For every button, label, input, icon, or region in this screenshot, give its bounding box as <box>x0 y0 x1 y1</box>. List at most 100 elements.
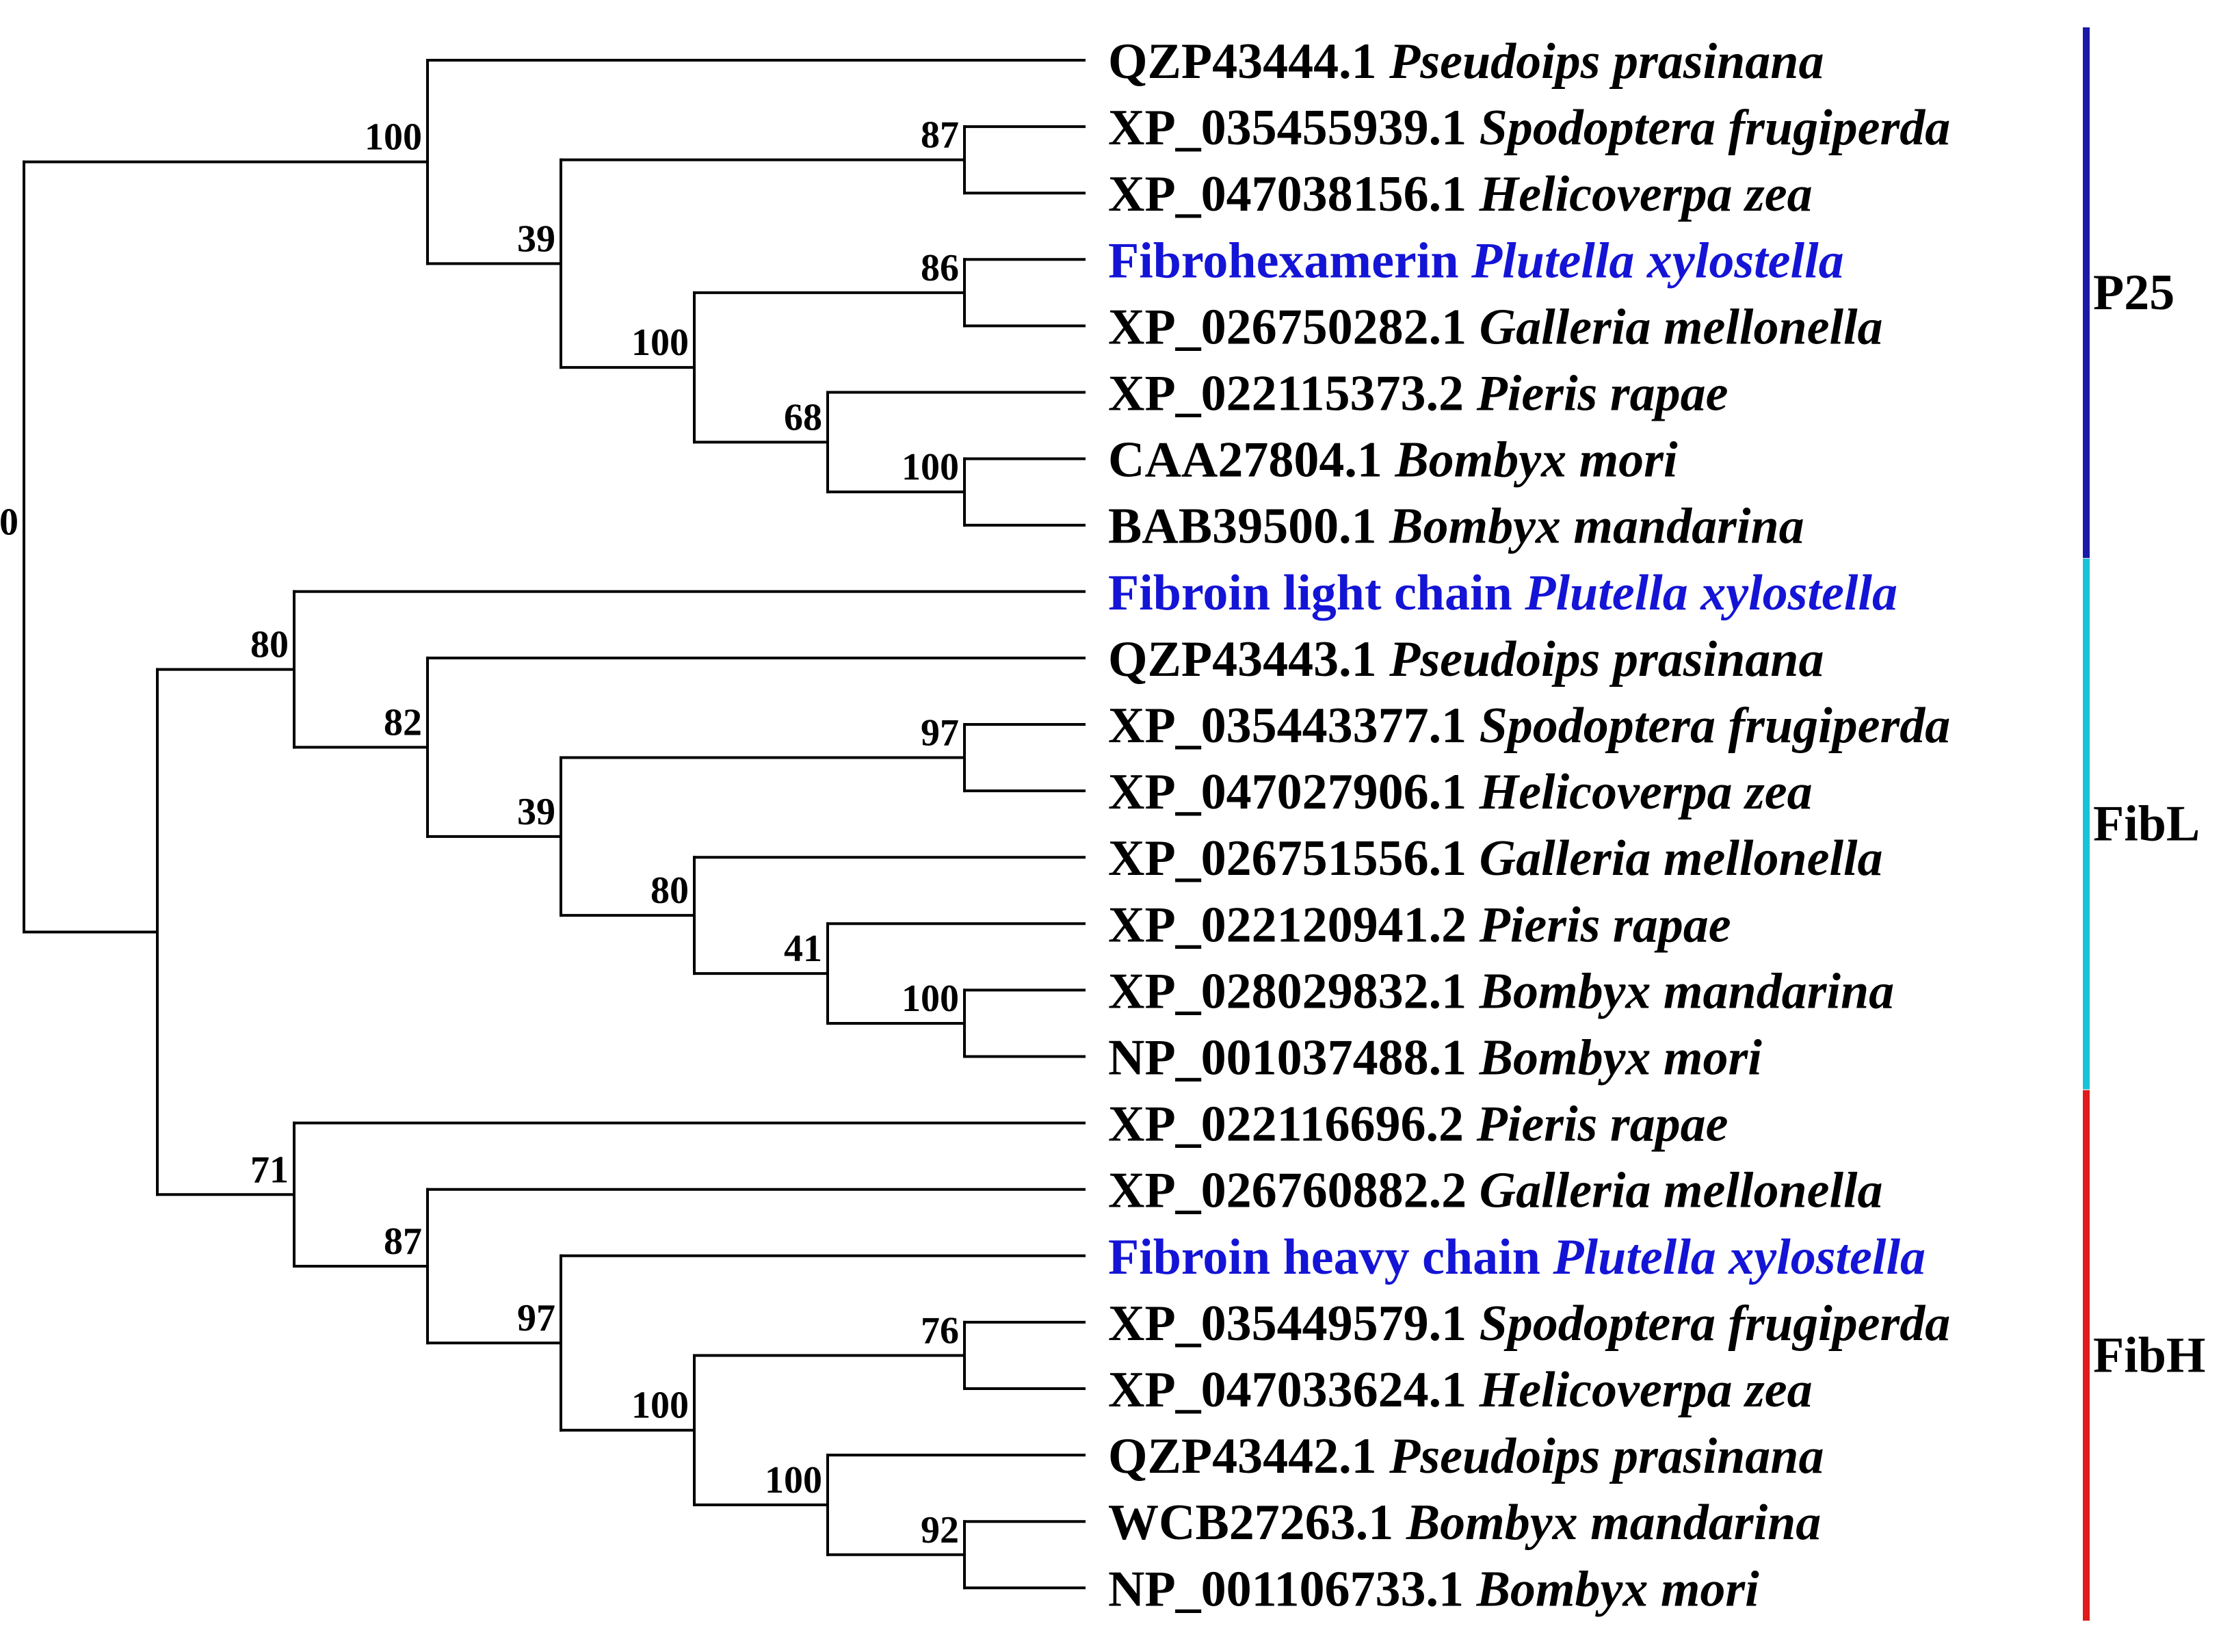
leaf-species: Spodoptera frugiperda <box>1480 698 1951 754</box>
leaf-accession: WCB27263.1 <box>1108 1495 1406 1551</box>
leaf-species: Bombyx mandarina <box>1479 963 1895 1019</box>
leaf-accession: Fibroin heavy chain <box>1108 1229 1553 1285</box>
leaf-label: XP_022116696.2 Pieris rapae <box>1108 1097 1728 1153</box>
leaf-species: Pieris rapae <box>1479 897 1731 953</box>
leaf-label: XP_035443377.1 Spodoptera frugiperda <box>1108 698 1950 754</box>
leaf-species: Galleria mellonella <box>1480 830 1883 887</box>
leaf-species: Pieris rapae <box>1476 1097 1729 1153</box>
bootstrap-value: 39 <box>517 218 555 260</box>
bootstrap-value: 68 <box>784 396 822 438</box>
leaf-label: Fibroin light chain Plutella xylostella <box>1108 565 1897 621</box>
bootstrap-value: 80 <box>250 624 289 666</box>
leaf-label: XP_022120941.2 Pieris rapae <box>1108 897 1731 953</box>
leaf-label: XP_028029832.1 Bombyx mandarina <box>1108 963 1894 1019</box>
tree-branches <box>23 59 1086 1590</box>
leaf-accession: Fibroin light chain <box>1108 565 1525 621</box>
bootstrap-values: 87 86 100 68 100 39 100 97 100 41 80 39 82 80 76 92 100 1… <box>0 114 959 1551</box>
leaf-label: XP_047027906.1 Helicoverpa zea <box>1108 764 1813 820</box>
leaf-label: XP_022115373.2 Pieris rapae <box>1108 366 1728 422</box>
leaf-label: XP_035449579.1 Spodoptera frugiperda <box>1108 1296 1950 1352</box>
leaf-species: Bombyx mori <box>1394 432 1678 488</box>
leaf-species: Plutella xylostella <box>1552 1229 1926 1285</box>
leaf-species: Bombyx mandarina <box>1389 499 1804 555</box>
leaf-species: Plutella xylostella <box>1524 565 1897 621</box>
bootstrap-value: 87 <box>921 114 959 157</box>
bootstrap-value: 100 <box>902 446 959 488</box>
bootstrap-value: 82 <box>384 701 422 744</box>
leaf-species: Plutella xylostella <box>1471 233 1844 289</box>
leaf-species: Pseudoips prasinana <box>1389 631 1824 687</box>
leaf-label: XP_035455939.1 Spodoptera frugiperda <box>1108 100 1950 156</box>
leaf-accession: QZP43444.1 <box>1108 34 1389 90</box>
leaf-accession: XP_028029832.1 <box>1108 963 1480 1019</box>
leaf-species: Helicoverpa zea <box>1479 764 1813 820</box>
leaf-accession: XP_047027906.1 <box>1108 764 1480 820</box>
leaf-accession: XP_022120941.2 <box>1108 897 1480 953</box>
leaf-label: Fibroin heavy chain Plutella xylostella <box>1108 1229 1926 1285</box>
leaf-accession: XP_022115373.2 <box>1108 366 1477 422</box>
bootstrap-value: 86 <box>921 247 959 289</box>
leaf-species: Galleria mellonella <box>1480 1163 1883 1219</box>
clade-label: FibL <box>2093 796 2200 852</box>
bootstrap-value: 100 <box>902 978 959 1020</box>
clade-label: FibH <box>2093 1327 2205 1383</box>
bootstrap-value: 100 <box>365 116 422 159</box>
leaf-label: WCB27263.1 Bombyx mandarina <box>1108 1495 1821 1551</box>
leaf-accession: XP_022116696.2 <box>1108 1097 1477 1153</box>
leaf-label: QZP43443.1 Pseudoips prasinana <box>1108 631 1824 687</box>
leaf-label: XP_026751556.1 Galleria mellonella <box>1108 830 1883 887</box>
leaf-accession: NP_001106733.1 <box>1108 1561 1477 1617</box>
leaf-accession: XP_026751556.1 <box>1108 830 1480 887</box>
leaf-species: Spodoptera frugiperda <box>1480 100 1951 156</box>
leaf-label: NP_001037488.1 Bombyx mori <box>1108 1030 1762 1086</box>
leaf-label: QZP43442.1 Pseudoips prasinana <box>1108 1428 1824 1484</box>
leaf-accession: XP_035449579.1 <box>1108 1296 1480 1352</box>
bootstrap-value: 41 <box>784 928 822 970</box>
leaf-accession: XP_035443377.1 <box>1108 698 1480 754</box>
bootstrap-value: 100 <box>631 322 689 364</box>
bootstrap-value: 97 <box>921 712 959 755</box>
leaf-species: Bombyx mori <box>1479 1030 1763 1086</box>
leaf-label: XP_026760882.2 Galleria mellonella <box>1108 1163 1883 1219</box>
leaf-label: Fibrohexamerin Plutella xylostella <box>1108 233 1844 289</box>
leaf-accession: Fibrohexamerin <box>1108 233 1471 289</box>
leaf-label: XP_047033624.1 Helicoverpa zea <box>1108 1362 1813 1418</box>
bootstrap-value: 39 <box>517 791 555 833</box>
leaf-accession: NP_001037488.1 <box>1108 1030 1480 1086</box>
clade-label: P25 <box>2093 265 2174 321</box>
bootstrap-value: 92 <box>921 1509 959 1551</box>
bootstrap-value: 71 <box>250 1149 289 1191</box>
leaf-species: Helicoverpa zea <box>1479 166 1813 222</box>
bootstrap-value: 100 <box>631 1385 689 1427</box>
bootstrap-value: 80 <box>651 869 689 912</box>
leaf-species: Pseudoips prasinana <box>1389 1428 1824 1484</box>
bootstrap-value: 76 <box>921 1309 959 1352</box>
bootstrap-value: 97 <box>517 1297 555 1339</box>
leaf-accession: XP_035455939.1 <box>1108 100 1480 156</box>
leaf-accession: CAA27804.1 <box>1108 432 1395 488</box>
leaf-label: BAB39500.1 Bombyx mandarina <box>1108 499 1804 555</box>
bootstrap-value: 100 <box>0 501 18 544</box>
leaf-species: Galleria mellonella <box>1480 299 1883 355</box>
leaf-species: Pieris rapae <box>1476 366 1729 422</box>
leaf-accession: BAB39500.1 <box>1108 499 1389 555</box>
leaf-species: Bombyx mandarina <box>1406 1495 1822 1551</box>
leaf-accession: QZP43442.1 <box>1108 1428 1389 1484</box>
leaf-accession: XP_047033624.1 <box>1108 1362 1480 1418</box>
leaf-accession: XP_026750282.1 <box>1108 299 1480 355</box>
leaf-label: QZP43444.1 Pseudoips prasinana <box>1108 34 1824 90</box>
leaf-labels: QZP43444.1 Pseudoips prasinanaXP_0354559… <box>1108 34 1950 1617</box>
leaf-label: XP_047038156.1 Helicoverpa zea <box>1108 166 1813 222</box>
bootstrap-value: 100 <box>765 1459 822 1502</box>
leaf-accession: XP_026760882.2 <box>1108 1163 1480 1219</box>
leaf-label: CAA27804.1 Bombyx mori <box>1108 432 1678 488</box>
leaf-label: NP_001106733.1 Bombyx mori <box>1108 1561 1759 1617</box>
leaf-species: Bombyx mori <box>1476 1561 1760 1617</box>
bootstrap-value: 87 <box>384 1220 422 1263</box>
leaf-species: Spodoptera frugiperda <box>1480 1296 1951 1352</box>
leaf-species: Pseudoips prasinana <box>1389 34 1824 90</box>
leaf-label: XP_026750282.1 Galleria mellonella <box>1108 299 1883 355</box>
leaf-accession: XP_047038156.1 <box>1108 166 1480 222</box>
